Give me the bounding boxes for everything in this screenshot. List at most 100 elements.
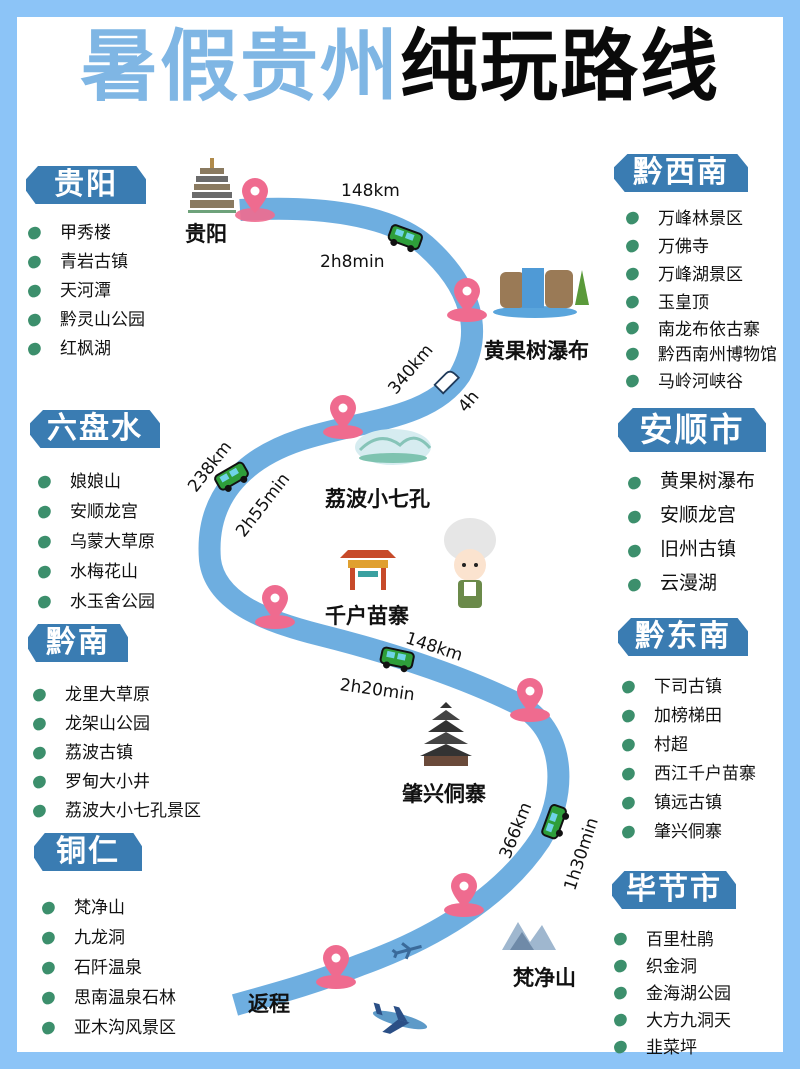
- bullet-icon: [626, 475, 643, 491]
- region-badge-tongren: 铜仁: [34, 833, 142, 871]
- list-item: 安顺龙宫: [30, 497, 155, 527]
- bullet-icon: [620, 823, 637, 840]
- list-item: 南龙布依古寨: [618, 315, 777, 340]
- bullet-icon: [36, 534, 53, 550]
- list-item: 荔波大小七孔景区: [25, 796, 201, 825]
- list-item: 九龙洞: [34, 923, 176, 953]
- region-badge-liupanshui: 六盘水: [30, 410, 160, 448]
- bullet-icon: [26, 340, 43, 357]
- pagoda-icon: [188, 158, 236, 213]
- bullet-icon: [612, 957, 629, 974]
- list-item: 金海湖公园: [606, 979, 731, 1006]
- list-item: 思南温泉石林: [34, 983, 176, 1013]
- bullet-icon: [624, 373, 641, 389]
- plane-icon: [391, 942, 422, 960]
- list-item: 云漫湖: [620, 568, 755, 602]
- region-list-qiandongnan: 下司古镇 加榜梯田 村超 西江千户苗寨 镇远古镇 肇兴侗寨: [614, 672, 756, 846]
- list-item: 加榜梯田: [614, 701, 756, 730]
- region-list-guiyang: 甲秀楼 青岩古镇 天河潭 黔灵山公园 红枫湖: [20, 218, 145, 363]
- drum-tower-icon: [420, 702, 472, 766]
- pin-icon: [255, 585, 295, 629]
- list-item: 水玉舍公园: [30, 587, 155, 617]
- region-badge-qiandongnan: 黔东南: [618, 618, 748, 656]
- list-item: 织金洞: [606, 952, 731, 979]
- miao-girl-icon: [444, 518, 496, 608]
- bullet-icon: [626, 509, 643, 525]
- bullet-icon: [626, 543, 643, 559]
- region-list-qianxinan: 万峰林景区 万佛寺 万峰湖景区 玉皇顶 南龙布依古寨 黔西南州博物馆 马岭河峡谷: [618, 204, 777, 395]
- region-list-qiannan: 龙里大草原 龙架山公园 荔波古镇 罗甸大小井 荔波大小七孔景区: [25, 680, 201, 825]
- list-item: 亚木沟风景区: [34, 1013, 176, 1043]
- pin-icon: [316, 945, 356, 989]
- mountains-icon: [502, 922, 556, 950]
- list-item: 天河潭: [20, 276, 145, 305]
- list-item: 大方九洞天: [606, 1006, 731, 1033]
- pin-icon: [235, 178, 275, 222]
- lake-scene-icon: [355, 429, 432, 465]
- region-list-bijie: 百里杜鹃 织金洞 金海湖公园 大方九洞天 韭菜坪: [606, 925, 731, 1060]
- bullet-icon: [36, 564, 53, 580]
- bullet-icon: [624, 319, 641, 336]
- list-item: 黔灵山公园: [20, 305, 145, 334]
- list-item: 乌蒙大草原: [30, 527, 155, 557]
- bullet-icon: [620, 707, 637, 724]
- stop-libo: 荔波小七孔: [325, 487, 430, 511]
- list-item: 下司古镇: [614, 672, 756, 701]
- region-badge-qiannan: 黔南: [28, 624, 128, 662]
- stop-huangguoshu: 黄果树瀑布: [484, 339, 589, 363]
- list-item: 万峰林景区: [618, 204, 777, 232]
- bullet-icon: [626, 577, 643, 593]
- title-part1: 暑假贵州: [79, 22, 400, 112]
- bullet-icon: [612, 1011, 629, 1028]
- list-item: 西江千户苗寨: [614, 759, 756, 788]
- bullet-icon: [36, 504, 53, 520]
- bullet-icon: [40, 960, 57, 976]
- pin-icon: [444, 873, 484, 917]
- list-item: 红枫湖: [20, 334, 145, 363]
- list-item: 万峰湖景区: [618, 260, 777, 288]
- bullet-icon: [620, 736, 637, 753]
- bullet-icon: [40, 900, 57, 916]
- bullet-icon: [36, 474, 53, 490]
- stop-return: 返程: [248, 992, 290, 1016]
- list-item: 石阡温泉: [34, 953, 176, 983]
- region-badge-guiyang: 贵阳: [26, 166, 146, 204]
- list-item: 甲秀楼: [20, 218, 145, 247]
- bullet-icon: [26, 253, 43, 270]
- bullet-icon: [624, 293, 641, 310]
- bullet-icon: [612, 1038, 629, 1055]
- car-icon: [214, 461, 249, 492]
- region-badge-bijie: 毕节市: [612, 871, 736, 909]
- list-item: 马岭河峡谷: [618, 367, 777, 395]
- list-item: 安顺龙宫: [620, 500, 755, 534]
- stop-fanjingshan: 梵净山: [513, 966, 576, 990]
- list-item: 玉皇顶: [618, 288, 777, 315]
- bullet-icon: [40, 1020, 57, 1036]
- bullet-icon: [624, 210, 641, 226]
- region-list-tongren: 梵净山 九龙洞 石阡温泉 思南温泉石林 亚木沟风景区: [34, 893, 176, 1043]
- region-badge-anshun: 安顺市: [618, 408, 766, 452]
- list-item: 水梅花山: [30, 557, 155, 587]
- bullet-icon: [620, 765, 637, 782]
- bullet-icon: [31, 686, 48, 703]
- stop-guiyang: 贵阳: [185, 222, 227, 246]
- bullet-icon: [31, 802, 48, 819]
- bullet-icon: [31, 773, 48, 790]
- stop-qianhu-miaozhai: 千户苗寨: [325, 604, 409, 628]
- bullet-icon: [26, 224, 43, 241]
- list-item: 村超: [614, 730, 756, 759]
- title-part2: 纯玩路线: [400, 22, 721, 112]
- plane-icon: [372, 1002, 428, 1034]
- waterfall-icon: [493, 268, 589, 318]
- list-item: 肇兴侗寨: [614, 817, 756, 846]
- stop-zhaoxing: 肇兴侗寨: [402, 782, 486, 806]
- pin-icon: [447, 278, 487, 322]
- bullet-icon: [624, 266, 641, 282]
- bullet-icon: [40, 930, 57, 946]
- list-item: 青岩古镇: [20, 247, 145, 276]
- car-icon: [541, 804, 570, 840]
- bullet-icon: [31, 715, 48, 732]
- leg1-distance: 148km: [341, 181, 400, 201]
- bullet-icon: [624, 238, 641, 254]
